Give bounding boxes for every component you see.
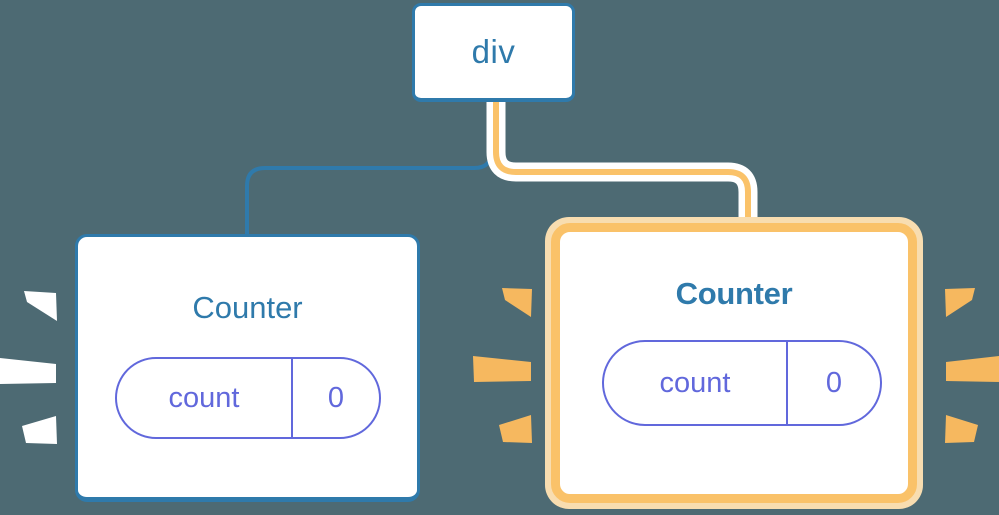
counter-left-title: Counter — [192, 290, 303, 325]
node-div-label: div — [471, 33, 516, 70]
burst-wedge-orange-left-middle — [473, 356, 531, 382]
burst-wedge-white-upper — [24, 291, 57, 321]
counter-right-title: Counter — [675, 276, 793, 311]
node-counter-right[interactable]: Counter count 0 — [545, 217, 923, 509]
counter-right-state-value: 0 — [786, 342, 880, 424]
burst-wedge-white-middle — [0, 358, 56, 384]
burst-wedge-orange-left-upper — [502, 288, 532, 317]
counter-left-state-pill[interactable]: count 0 — [115, 357, 381, 439]
edge-div-to-counter-right — [493, 97, 751, 235]
counter-right-state-key: count — [659, 366, 731, 399]
burst-wedge-orange-right-middle — [946, 356, 999, 382]
node-div[interactable]: div — [412, 3, 575, 102]
burst-wedge-orange-right-upper — [945, 288, 975, 317]
burst-wedge-orange-left-lower — [499, 415, 532, 443]
counter-right-state-pill[interactable]: count 0 — [602, 340, 882, 426]
node-counter-left[interactable]: Counter count 0 — [75, 234, 420, 502]
burst-wedge-white-lower — [22, 416, 57, 444]
counter-left-state-value: 0 — [291, 359, 379, 437]
counter-left-state-key: count — [168, 381, 240, 414]
burst-wedge-orange-right-lower — [945, 415, 978, 443]
